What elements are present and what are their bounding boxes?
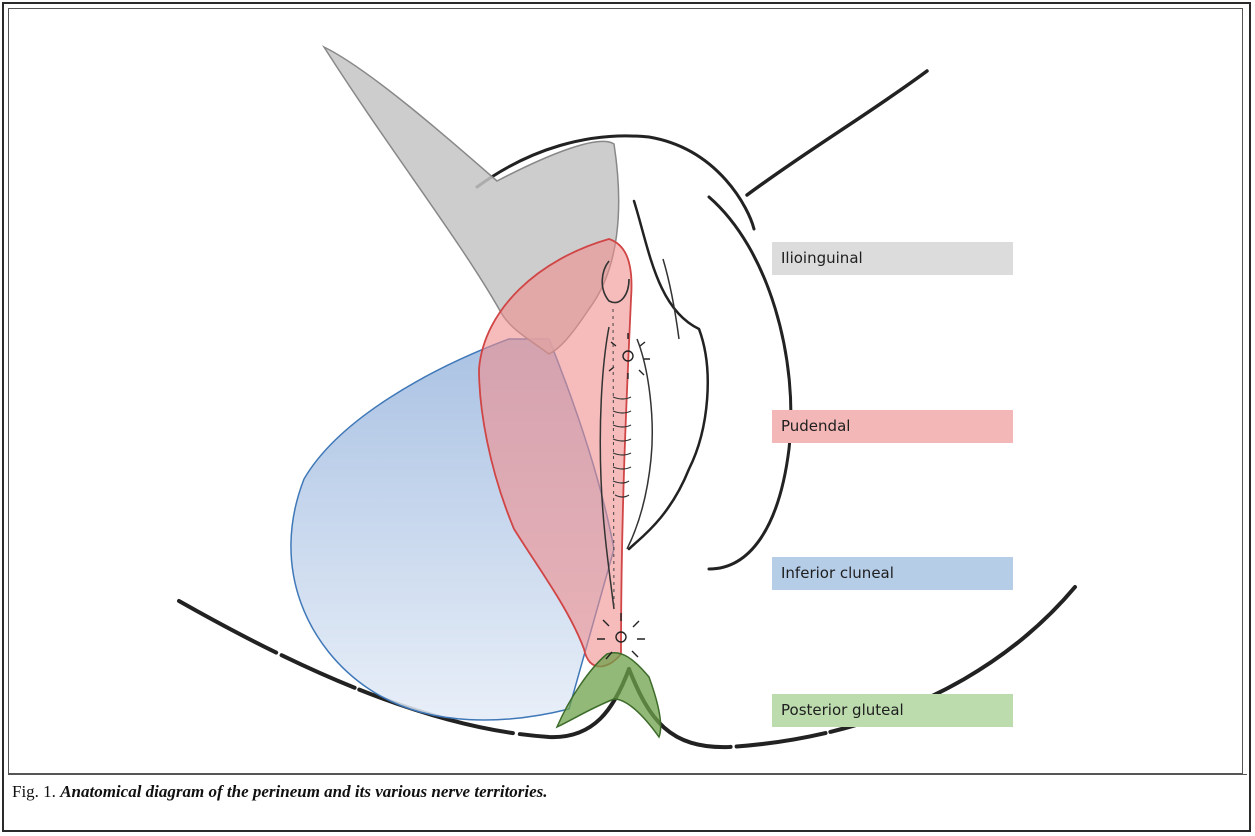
- figure-number: Fig. 1.: [12, 782, 56, 801]
- caption-divider: [8, 774, 1247, 775]
- legend-inferior-cluneal: Inferior cluneal: [772, 557, 1013, 590]
- figure-caption-text: Anatomical diagram of the perineum and i…: [60, 782, 547, 801]
- legend-posterior-gluteal-label: Posterior gluteal: [781, 701, 904, 719]
- legend-ilioinguinal: Ilioinguinal: [772, 242, 1013, 275]
- figure-caption: Fig. 1. Anatomical diagram of the perine…: [12, 782, 548, 802]
- labia-line-inner: [663, 259, 679, 339]
- figure-area: Ilioinguinal Pudendal Inferior cluneal P…: [8, 8, 1243, 774]
- legend-pudendal: Pudendal: [772, 410, 1013, 443]
- labia-majora-right: [629, 201, 708, 549]
- right-thigh-line: [747, 71, 927, 195]
- legend-posterior-gluteal: Posterior gluteal: [772, 694, 1013, 727]
- perineum-diagram: [9, 9, 1243, 774]
- legend-inferior-cluneal-label: Inferior cluneal: [781, 564, 894, 582]
- legend-ilioinguinal-label: Ilioinguinal: [781, 249, 863, 267]
- legend-pudendal-label: Pudendal: [781, 417, 850, 435]
